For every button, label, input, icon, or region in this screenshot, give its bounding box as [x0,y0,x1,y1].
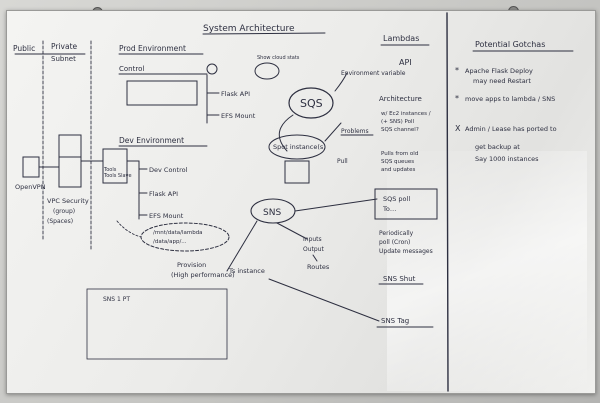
periodic-line-2: poll (Cron) [379,239,410,246]
dev-efs-label: EFS Mount [149,212,184,220]
group-note: (Spaces) [47,218,73,225]
prod-flask-label: Flask API [221,90,250,98]
ts-instance-label: Ts instance [228,267,265,275]
subnet-label: Subnet [51,55,76,63]
process-line-3: and updates [381,167,415,173]
spot-instance-box [284,160,310,184]
server-box [58,134,82,158]
gotcha-bullet-2: * [455,94,459,103]
board-title: System Architecture [203,24,295,34]
gotcha-1-line-1: Apache Flask Deploy [465,67,533,75]
poll-line-2: To… [382,205,396,213]
gotcha-bullet-1: * [455,66,459,75]
provision-line-1: Provision [177,261,206,269]
architecture-label: Architecture [379,95,422,103]
prod-control-label: Control [119,65,144,73]
routes-label: Routes [307,263,330,271]
notes-line-1: w/ Ec2 instances / [381,111,431,117]
lambdas-heading: Lambdas [383,34,419,43]
gotcha-bullet-3: X [455,124,461,133]
sns-box-label: SNS 1 PT [103,296,130,303]
gotcha-2-line-1: move apps to lambda / SNS [465,95,555,103]
sns-shut-label: SNS Shut [383,275,416,283]
openvpn-label: OpenVPN [15,183,46,191]
gotcha-1-line-2: may need Restart [473,77,531,85]
column-divider [446,12,449,392]
gotcha-3-line-2: get backup at [475,143,520,151]
sqs-node [288,87,334,119]
dev-control-label: Dev Control [149,166,188,174]
sns-tag-label: SNS Tag [381,317,409,325]
sqs-poll-box [374,188,438,220]
pull-label: Pull [337,158,348,165]
poll-line-1: SQS poll [383,195,410,203]
whiteboard: System Architecture Public Private Subne… [6,10,596,394]
notes-line-2: (+ SNS) Poll [381,119,415,125]
periodic-line-3: Update messages [379,248,433,255]
gotcha-3-line-3: Say 1000 instances [475,155,539,163]
sqs-label: SQS [300,97,323,110]
private-label: Private [51,42,78,51]
window-reflection [387,151,587,391]
group-label: (group) [53,208,75,215]
process-line-2: SQS queues [381,159,414,165]
sns-label: SNS [263,208,281,218]
tools-slave-box [102,148,128,184]
problems-label: Problems [341,128,369,135]
prod-heading: Prod Environment [119,44,186,53]
api-label: API [399,58,412,67]
notes-line-3: SQS channel? [381,127,419,133]
inputs-label: Inputs [303,236,322,243]
gotcha-3-line-1: Admin / Lease has ported to [465,125,557,133]
public-label: Public [13,44,35,53]
provision-line-2: (High performance) [171,271,235,279]
prod-control-box [126,80,198,106]
sns-sketch-box [86,288,228,360]
env-variable-label: Environment variable [341,70,406,77]
cloud-blurb: Show cloud stats [257,55,300,61]
output-label: Output [303,246,324,253]
server-stack [58,156,82,188]
efs-mount-ellipse [140,222,230,252]
efs-path-line-2: /data/app/... [153,239,187,245]
cloud-blob [254,62,280,80]
efs-path-line-1: /mnt/data/lambda [153,230,203,236]
gotchas-heading: Potential Gotchas [475,40,545,49]
periodic-line-1: Periodically [379,230,414,237]
process-line-1: Pulls from old [381,151,418,157]
prod-efs-label: EFS Mount [221,112,256,120]
whiteboard-sketch: System Architecture Public Private Subne… [13,12,574,392]
dev-heading: Dev Environment [119,136,184,145]
tools-slave-label: Tools Slave [103,173,132,179]
spot-instance-label: Spot instance(s) [273,143,326,151]
dev-flask-label: Flask API [149,190,178,198]
tools-box-label: Tools [103,167,117,173]
vpc-security-label: VPC Security [47,197,89,205]
openvpn-box [22,156,40,178]
